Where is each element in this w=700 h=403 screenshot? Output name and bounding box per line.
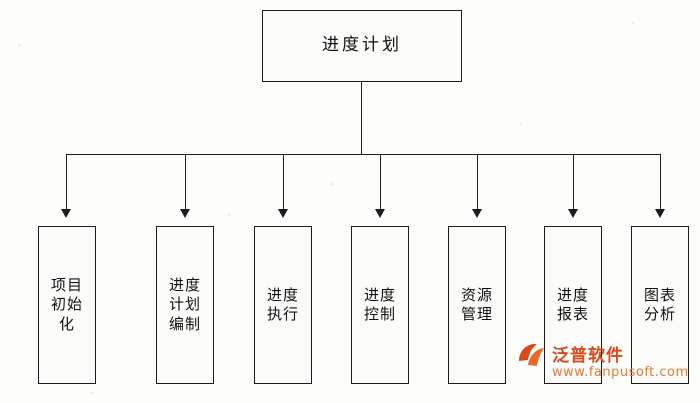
arrowhead-2 <box>180 209 190 218</box>
node-leaf-2-label: 进度计划编制 <box>168 276 201 333</box>
node-leaf-6[interactable]: 进度报表 <box>544 226 602 384</box>
node-leaf-5-label: 资源管理 <box>460 285 493 323</box>
arrowhead-4 <box>375 209 385 218</box>
node-leaf-4-label: 进度控制 <box>363 285 396 323</box>
arrowhead-7 <box>655 209 665 218</box>
connector-drop-4 <box>380 154 381 212</box>
connector-drop-3 <box>283 154 284 212</box>
connector-drop-6 <box>573 154 574 212</box>
node-leaf-3[interactable]: 进度执行 <box>254 226 312 384</box>
connector-root-trunk <box>361 82 362 154</box>
node-leaf-3-label: 进度执行 <box>266 285 299 323</box>
logo-icon <box>519 343 544 366</box>
node-leaf-5[interactable]: 资源管理 <box>448 226 506 384</box>
node-leaf-2[interactable]: 进度计划编制 <box>156 226 214 384</box>
paper-speck <box>18 44 21 47</box>
arrowhead-1 <box>61 209 71 218</box>
arrowhead-3 <box>278 209 288 218</box>
arrowhead-6 <box>568 209 578 218</box>
paper-speck <box>330 183 333 186</box>
connector-drop-7 <box>660 154 661 212</box>
paper-speck <box>632 22 635 24</box>
node-leaf-4[interactable]: 进度控制 <box>351 226 409 384</box>
node-leaf-1[interactable]: 项目初始化 <box>38 226 96 384</box>
node-root[interactable]: 进度计划 <box>262 10 462 82</box>
paper-speck <box>90 392 94 394</box>
connector-bus <box>66 154 660 155</box>
arrowhead-5 <box>472 209 482 218</box>
node-leaf-6-label: 进度报表 <box>556 285 589 323</box>
node-leaf-7-label: 图表分析 <box>643 285 676 323</box>
node-root-label: 进度计划 <box>322 35 402 56</box>
paper-speck <box>520 123 522 125</box>
node-leaf-7[interactable]: 图表分析 <box>631 226 689 384</box>
paper-speck <box>228 213 231 216</box>
connector-drop-2 <box>185 154 186 212</box>
connector-drop-1 <box>66 154 67 212</box>
connector-drop-5 <box>477 154 478 212</box>
node-leaf-1-label: 项目初始化 <box>50 276 83 333</box>
